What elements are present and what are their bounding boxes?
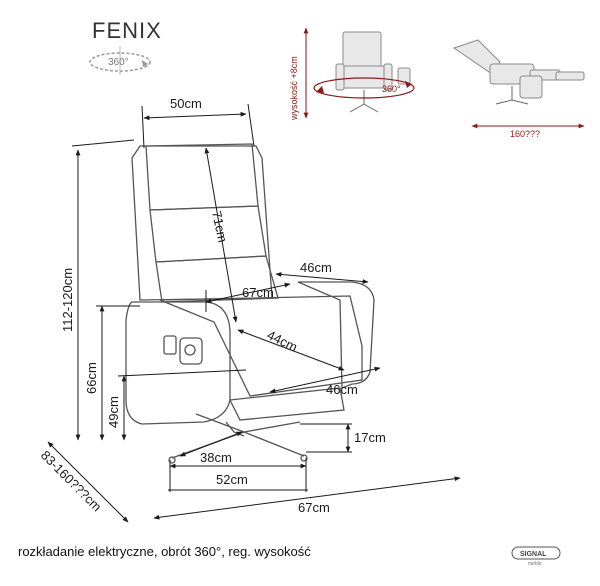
dim-backrest-width (143, 111, 247, 121)
height-adjust-annotation: wysokość +8cm (289, 27, 309, 121)
label-seat-depth-side: 46cm (326, 382, 358, 397)
product-title: FENIX (92, 18, 162, 43)
dim-total-depth (153, 476, 461, 520)
label-seat-depth: 44cm (265, 327, 300, 354)
backrest-cushion-top (145, 143, 259, 211)
dim-seat-depth (237, 329, 345, 371)
brand-logo: SIGNAL meble (511, 546, 561, 567)
dim-base-radius (179, 431, 243, 457)
base-leg-back-right (243, 421, 301, 433)
upright-chair-view (335, 31, 411, 113)
label-total-height: 112-120cm (60, 268, 75, 332)
rotation-annotation: 360° (313, 77, 415, 99)
label-total-depth: 67cm (298, 500, 330, 515)
main-chair-drawing (125, 143, 375, 464)
label-seat-height: 49cm (106, 396, 121, 428)
label-recline-depth: 83-160???cm (38, 448, 105, 515)
label-backrest-width: 50cm (170, 96, 202, 111)
brand-name: SIGNAL (520, 551, 547, 558)
control-button-left (163, 335, 177, 355)
label-base-width: 52cm (216, 472, 248, 487)
rotation-label: 360° (108, 57, 129, 68)
rotation-icon: 360° (89, 46, 151, 75)
dim-seat-depth-side (269, 366, 381, 394)
label-backrest-height: 71cm (209, 210, 230, 244)
recline-length-label: 160??? (510, 129, 540, 139)
label-arm-height: 66cm (84, 362, 99, 394)
foot-left (168, 456, 176, 464)
control-panel (179, 337, 203, 365)
dim-seat-width-inner (205, 282, 291, 304)
label-seat-width-inner: 67cm (242, 285, 274, 300)
brand-sub: meble (528, 561, 542, 567)
foot-right (300, 454, 308, 462)
label-armrest-length: 46cm (300, 260, 332, 275)
base-leg-front-right (243, 431, 305, 457)
base-leg-back-left (195, 413, 245, 433)
dim-armrest-length (275, 272, 369, 284)
dimension-lines (47, 103, 461, 523)
height-adjust-label: wysokość +8cm (289, 56, 299, 121)
recline-length-annotation: 160??? (471, 123, 585, 139)
backrest-cushion-middle (149, 205, 267, 263)
seat-cushion (159, 295, 363, 397)
reclined-chair-view (452, 39, 585, 105)
label-base-radius: 38cm (200, 450, 232, 465)
backrest-shell (131, 145, 273, 301)
label-base-clearance: 17cm (354, 430, 386, 445)
rotation-red-label: 360° (382, 84, 401, 94)
left-armrest (125, 301, 231, 425)
caption: rozkładanie elektryczne, obrót 360°, reg… (18, 544, 311, 559)
control-dial (184, 344, 196, 356)
dim-recline-depth (47, 441, 129, 523)
